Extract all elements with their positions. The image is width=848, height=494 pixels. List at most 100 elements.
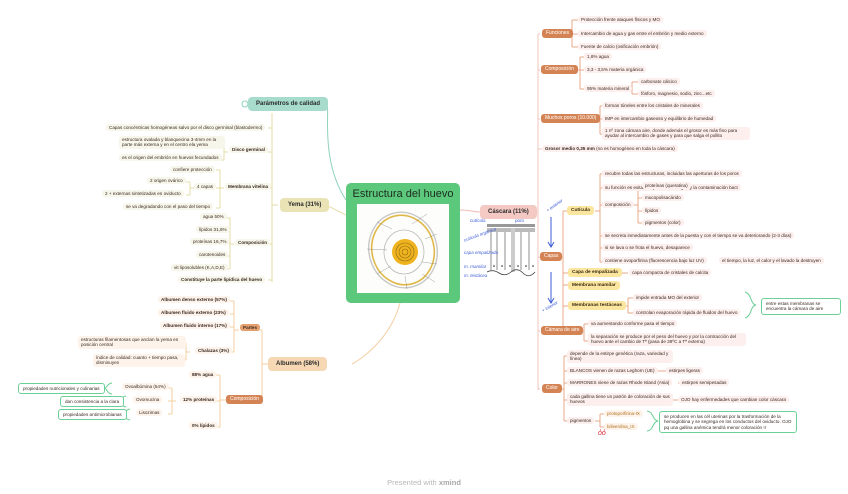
cascara-camara-aire[interactable]: Cámara de aire xyxy=(541,326,584,336)
color-item[interactable]: depende de la estirpe genética (raza, va… xyxy=(567,350,673,363)
topic-albumen[interactable]: Albumen (58%) xyxy=(268,357,328,371)
cascara-poros[interactable]: Muchos poros (10.000) xyxy=(541,114,601,124)
handwriting-label: m. testácea xyxy=(464,273,488,278)
cuticula-comp-item[interactable]: mucopolisacárido xyxy=(642,194,684,202)
yema-comp-item[interactable]: carotenoides xyxy=(196,251,229,259)
cuticula-comp-item[interactable]: proteínas (queratina) xyxy=(642,182,691,190)
cuticula-composicion[interactable]: composición xyxy=(602,201,634,209)
yema-composicion[interactable]: Composición xyxy=(235,239,271,247)
funciones-item[interactable]: Intercambio de agua y gas entre el embri… xyxy=(578,30,707,38)
cuticula-comp-item[interactable]: pigmentos (color) xyxy=(642,219,684,227)
egg-diagram-image xyxy=(357,204,449,293)
cuticula-ovoporfirina[interactable]: contiene ovoporfirina (fluorescencia baj… xyxy=(602,257,707,265)
cascara-color[interactable]: Color xyxy=(542,384,562,394)
comp-item[interactable]: 1,6% agua xyxy=(584,53,612,61)
camara-item[interactable]: va aumentando conforme pasa el tiempo xyxy=(588,320,678,328)
empalizada-note[interactable]: capa compacta de cristales de calcita xyxy=(629,269,712,277)
marrones-note[interactable]: estirpes semipesadas xyxy=(679,379,730,387)
yema-lipidica[interactable]: Constituye la parte lipídica del huevo xyxy=(178,276,266,284)
topic-cascara[interactable]: Cáscara (11%) xyxy=(480,205,537,219)
capa-cuticula[interactable]: Cutícula xyxy=(567,206,594,216)
comp-item[interactable]: 3,3 - 3,5% materia orgánica xyxy=(584,66,647,74)
color-blancos[interactable]: BLANCOS vienen de razas Leghorn (UE) xyxy=(567,367,658,375)
albumen-chalazas[interactable]: Chalazas (3%) xyxy=(195,347,232,355)
footer-brand[interactable]: xmind xyxy=(438,478,461,487)
patron-note[interactable]: OJO hay enfermedades que cambian color c… xyxy=(678,396,789,404)
topic-yema[interactable]: Yema (31%) xyxy=(280,198,330,212)
note-box[interactable]: propiedades nutricionales y culinarias xyxy=(18,383,105,395)
albumen-lipidos[interactable]: 0% lípidos xyxy=(189,422,218,430)
cuticula-item[interactable]: se secreta inmediatamente antes de la pu… xyxy=(602,232,795,240)
handwriting-label: poro xyxy=(515,218,525,223)
proteina-item[interactable]: Lisozimas xyxy=(136,409,163,417)
capa-empalizada[interactable]: Capa de empalizada xyxy=(568,268,622,278)
poros-item[interactable]: 1 nº zona cámara aire, donde además el g… xyxy=(602,127,750,140)
yema-capas[interactable]: Capas concéntricas homogéneas salvo por … xyxy=(106,124,266,132)
disco-item[interactable]: estructura ovalada y blanquecina 3-4mm e… xyxy=(119,136,225,149)
poros-item[interactable]: IMP en intercambio gaseoso y equilibrio … xyxy=(602,115,717,123)
handwriting-label: capa empalizada xyxy=(464,250,499,255)
camara-item[interactable]: la separación se produce por el peso del… xyxy=(588,333,746,346)
note-box[interactable]: se producen en las cél uterinas por la t… xyxy=(659,411,797,434)
funciones-item[interactable]: Protección frente ataques físicos y MO xyxy=(578,16,663,24)
membrana-item[interactable]: se va degradando con el paso del tiempo xyxy=(123,203,214,211)
central-topic[interactable]: Estructura del huevo xyxy=(346,183,460,303)
cascara-capas[interactable]: Capas xyxy=(540,252,563,262)
cascara-grosor[interactable]: Grosor medio 0,35 mm (no es homogéneo en… xyxy=(542,145,678,153)
pigmento-item[interactable]: protoporfirina-IX xyxy=(604,410,643,418)
membrana-item[interactable]: confiere protección xyxy=(170,166,215,174)
cascara-funciones[interactable]: Funciones xyxy=(542,29,574,39)
albumen-agua[interactable]: 88% agua xyxy=(189,371,217,379)
proteina-item[interactable]: Ovoalbúmina (54%) xyxy=(122,383,169,391)
yema-comp-item[interactable]: lípidos 31,6% xyxy=(196,226,230,234)
annotation-exterior: + exterior xyxy=(545,198,564,213)
capas-item[interactable]: 2 origen ovárico xyxy=(147,177,186,185)
albumen-proteinas[interactable]: 12% proteínas xyxy=(180,396,218,404)
note-box[interactable]: dan consistencia a la clara xyxy=(60,396,125,408)
blancos-note[interactable]: estirpes ligeras xyxy=(666,367,703,375)
note-box[interactable]: propiedades antimicrobianas xyxy=(58,409,127,421)
yema-comp-item[interactable]: vit liposolubles (K,A,D,E) xyxy=(171,264,228,272)
cuticula-comp-item[interactable]: lípidos xyxy=(642,207,662,215)
color-patron[interactable]: cada gallina tiene un patrón de coloraci… xyxy=(567,393,673,406)
handwriting-label: m. mamilar xyxy=(464,264,487,269)
color-marrones[interactable]: MARRONES viene de razas Rhode Island (As… xyxy=(567,379,673,387)
proteina-item[interactable]: Ovomucina xyxy=(133,396,163,404)
poros-item[interactable]: forman túneles entre los cristales de mi… xyxy=(602,102,703,110)
yema-comp-item[interactable]: agua 50% xyxy=(200,213,227,221)
partes-item[interactable]: Albumen denso externo (57%) xyxy=(158,296,230,304)
albumen-composicion[interactable]: Composición xyxy=(226,395,263,405)
annotation-interior: + interior xyxy=(540,299,559,314)
cuticula-item[interactable]: recubre todas las estructuras, incluidas… xyxy=(602,170,742,178)
grosor-rest: (no es homogéneo en toda la cáscara) xyxy=(594,146,675,151)
albumen-partes[interactable]: Partes xyxy=(240,324,261,332)
disco-item[interactable]: es el origen del embrión en huevos fecun… xyxy=(119,154,222,162)
membrana-4-capas[interactable]: 4 capas xyxy=(194,183,217,191)
funciones-item[interactable]: Fuente de calcio (osificación embrión) xyxy=(578,43,662,51)
note-box[interactable]: entre estas membranas se encuentra la cá… xyxy=(761,298,841,315)
ovoporfirina-note[interactable]: el tiempo, la luz, el calor y el lavado … xyxy=(719,257,824,265)
mineral-item[interactable]: carbonato cálcico xyxy=(638,78,680,86)
pigmento-item[interactable]: biliverdina_IX xyxy=(604,423,638,431)
topic-parametros-calidad[interactable]: Parámetros de calidad xyxy=(248,97,329,111)
cascara-composicion[interactable]: Composición xyxy=(541,65,578,75)
color-pigmentos[interactable]: pigmentos xyxy=(567,417,595,425)
partes-item[interactable]: Albumen fluido interno (17%) xyxy=(160,322,230,330)
comp-mineral[interactable]: 95% materia mineral xyxy=(584,85,633,93)
yema-disco-germinal[interactable]: Disco germinal xyxy=(229,146,268,154)
mineral-item[interactable]: fósforo, magnesio, sodio, zinc...etc xyxy=(638,90,715,98)
testaceas-item[interactable]: impide entrada MO del exterior xyxy=(633,294,703,302)
membranas-testaceas[interactable]: Membranas testáceas xyxy=(568,301,626,311)
yema-comp-item[interactable]: proteínas 16,7% xyxy=(190,238,230,246)
footer: Presented with xmind xyxy=(0,478,848,487)
testaceas-item[interactable]: controlan evaporación rápida de fluidos … xyxy=(633,309,741,317)
chalazas-item[interactable]: índice de calidad: cuanto + tiempo pasa,… xyxy=(93,354,185,367)
yema-membrana-vitelina[interactable]: Membrana vitelina xyxy=(225,183,272,191)
chalazas-item[interactable]: estructuras filamentosas que anclan la y… xyxy=(78,336,186,349)
partes-item[interactable]: Albumen fluido externo (23%) xyxy=(158,309,229,317)
membrana-mamilar[interactable]: Membrana mamilar xyxy=(568,281,620,291)
capas-item[interactable]: 2 + externas sintetizadas en oviducto xyxy=(102,190,184,198)
footer-prefix: Presented with xyxy=(387,478,437,487)
red-handwritten-mark-icon: ỏỏ xyxy=(598,430,606,437)
cuticula-item[interactable]: si se lava o se frota el huevo, desapare… xyxy=(602,244,693,252)
